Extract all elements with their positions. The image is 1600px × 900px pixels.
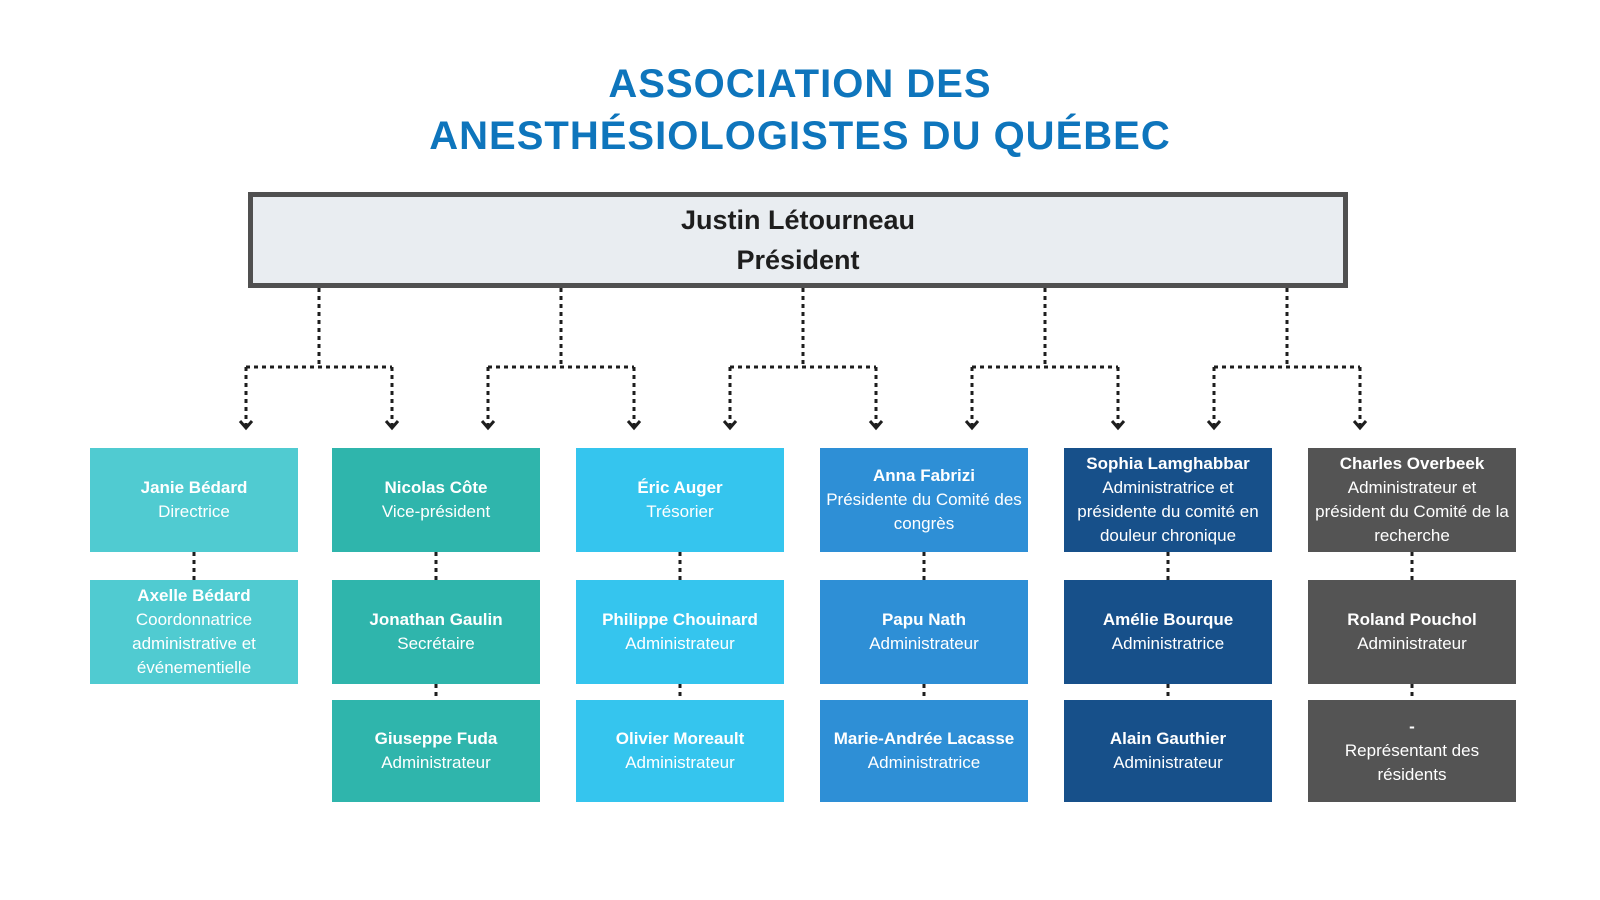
member-name: Marie-Andrée Lacasse — [833, 729, 1015, 748]
member-role: Administrateur — [625, 753, 735, 772]
president-role: Président — [736, 245, 860, 275]
member-role: Administrateur — [869, 634, 979, 653]
member-name: Nicolas Côte — [384, 478, 488, 497]
page-title: ASSOCIATION DES ANESTHÉSIOLOGISTES DU QU… — [0, 58, 1600, 162]
member-role: Administrateur — [625, 634, 735, 653]
arrow-down-icon — [1110, 420, 1126, 431]
arrow-down-icon — [722, 420, 738, 431]
member-role: Administrateur et président du Comité de… — [1315, 478, 1509, 545]
member-role: Administratrice et présidente du comité … — [1077, 478, 1259, 545]
member-role: Directrice — [158, 502, 230, 521]
member-name: Janie Bédard — [140, 478, 248, 497]
arrow-down-icon — [238, 420, 254, 431]
member-name: - — [1409, 717, 1415, 736]
member-name: Papu Nath — [881, 610, 967, 629]
member-name: Anna Fabrizi — [872, 466, 975, 485]
member-role: Trésorier — [646, 502, 714, 521]
president-name: Justin Létourneau — [680, 205, 916, 235]
member-role: Secrétaire — [397, 634, 475, 653]
arrow-down-icon — [626, 420, 642, 431]
member-name: Alain Gauthier — [1109, 729, 1227, 748]
member-role: Vice-président — [381, 502, 491, 521]
member-name: Axelle Bédard — [137, 586, 251, 605]
arrow-down-icon — [964, 420, 980, 431]
title-line-2: ANESTHÉSIOLOGISTES DU QUÉBEC — [429, 114, 1171, 158]
arrow-down-icon — [1206, 420, 1222, 431]
member-role: Administrateur — [1113, 753, 1223, 772]
arrow-down-icon — [384, 420, 400, 431]
member-role: Présidente du Comité des congrès — [826, 490, 1022, 533]
member-name: Roland Pouchol — [1347, 610, 1477, 629]
arrow-down-icon — [868, 420, 884, 431]
member-box-representant-residents: - Représentant des résidents — [1308, 700, 1516, 802]
president-box: Justin Létourneau Président — [248, 192, 1348, 288]
member-name: Jonathan Gaulin — [369, 610, 503, 629]
arrow-down-icon — [1352, 420, 1368, 431]
member-name: Giuseppe Fuda — [374, 729, 498, 748]
member-name: Charles Overbeek — [1339, 454, 1485, 473]
member-name: Amélie Bourque — [1102, 610, 1234, 629]
member-name: Philippe Chouinard — [602, 610, 758, 629]
member-name: Sophia Lamghabbar — [1086, 454, 1250, 473]
member-role: Administrateur — [381, 753, 491, 772]
member-name: Éric Auger — [637, 478, 723, 497]
arrow-down-icon — [480, 420, 496, 431]
member-role: Coordonnatrice administrative et événeme… — [132, 610, 256, 677]
member-role: Représentant des résidents — [1344, 741, 1480, 784]
member-role: Administratrice — [1111, 634, 1225, 653]
member-name: Olivier Moreault — [615, 729, 745, 748]
member-role: Administrateur — [1357, 634, 1467, 653]
title-line-1: ASSOCIATION DES — [608, 62, 992, 106]
member-role: Administratrice — [867, 753, 981, 772]
